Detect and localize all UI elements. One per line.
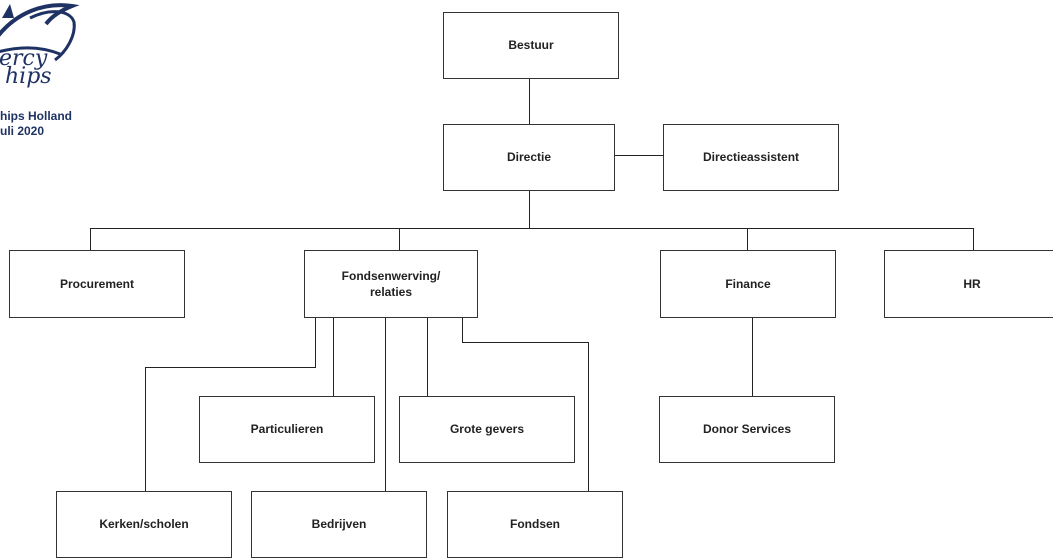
org-box-kerken-scholen: Kerken/scholen bbox=[56, 491, 232, 558]
org-box-directieassistent: Directieassistent bbox=[663, 124, 839, 191]
org-label-directieassistent: Directieassistent bbox=[702, 150, 800, 165]
connector-fondsen-horizontal bbox=[462, 342, 589, 343]
org-label-bedrijven: Bedrijven bbox=[311, 517, 367, 532]
connector-fondsen-vertical-top bbox=[462, 317, 463, 343]
connector-kerken-vertical-top bbox=[315, 317, 316, 368]
logo-subtitle-line2: uli 2020 bbox=[0, 124, 45, 138]
connector-to-donor-services bbox=[752, 317, 753, 396]
connector-bestuur-directie bbox=[529, 78, 530, 125]
logo-word-line2: hips bbox=[5, 64, 52, 89]
org-label-grote-gevers: Grote gevers bbox=[449, 422, 525, 437]
connector-to-hr bbox=[973, 228, 974, 250]
org-label-finance: Finance bbox=[725, 276, 771, 291]
org-box-particulieren: Particulieren bbox=[199, 396, 375, 463]
connector-fondsen-vertical bbox=[588, 342, 589, 491]
logo-subtitle-line1: hips Holland bbox=[0, 109, 72, 123]
org-box-directie: Directie bbox=[443, 124, 615, 191]
org-box-hr: HR bbox=[884, 250, 1053, 318]
org-label-procurement: Procurement bbox=[59, 276, 135, 291]
org-box-procurement: Procurement bbox=[9, 250, 185, 318]
connector-to-procurement bbox=[90, 228, 91, 250]
org-label-particulieren: Particulieren bbox=[250, 422, 324, 437]
org-box-bedrijven: Bedrijven bbox=[251, 491, 427, 558]
org-box-donor-services: Donor Services bbox=[659, 396, 835, 463]
connector-directie-assistent bbox=[614, 155, 664, 156]
connector-to-bedrijven bbox=[385, 317, 386, 491]
connector-directie-down bbox=[529, 190, 530, 228]
org-label-fondsen: Fondsen bbox=[510, 517, 560, 532]
mercy-ships-logo: ercy hips hips Holland uli 2020 bbox=[0, 0, 95, 150]
org-box-fondsenwerving: Fondsenwerving/ relaties bbox=[304, 250, 478, 318]
org-label-bestuur: Bestuur bbox=[508, 38, 554, 53]
connector-level2-horizontal bbox=[90, 228, 974, 229]
connector-to-finance bbox=[747, 228, 748, 250]
connector-kerken-vertical bbox=[145, 367, 146, 491]
org-label-fondsenwerving: Fondsenwerving/ relaties bbox=[341, 268, 441, 299]
org-box-bestuur: Bestuur bbox=[443, 12, 619, 79]
org-box-finance: Finance bbox=[660, 250, 836, 318]
connector-kerken-horizontal bbox=[145, 367, 316, 368]
org-label-donor-services: Donor Services bbox=[702, 422, 792, 437]
org-box-fondsen: Fondsen bbox=[447, 491, 623, 558]
connector-to-grote-gevers bbox=[427, 317, 428, 396]
connector-to-fondsenwerving bbox=[399, 228, 400, 250]
org-label-hr: HR bbox=[963, 276, 981, 291]
org-label-directie: Directie bbox=[506, 150, 552, 165]
connector-to-particulieren bbox=[333, 317, 334, 396]
org-box-grote-gevers: Grote gevers bbox=[399, 396, 575, 463]
org-label-kerken-scholen: Kerken/scholen bbox=[99, 517, 189, 532]
ship-emblem-icon bbox=[0, 3, 80, 62]
logo-word-line1: ercy bbox=[0, 46, 48, 71]
